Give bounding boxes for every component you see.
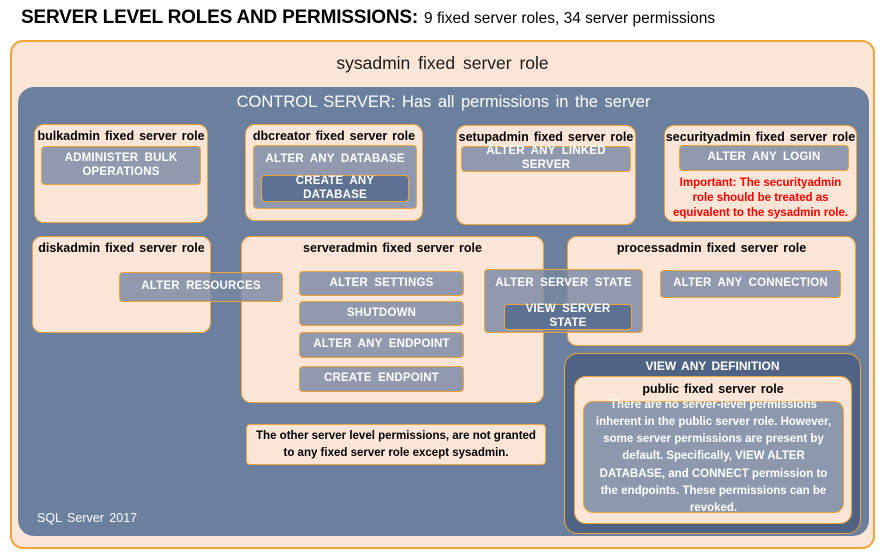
permission-alter-resources: ALTER RESOURCES [119, 272, 283, 302]
other-permissions-note: The other server level permissions, are … [246, 424, 546, 465]
page-title-main: SERVER LEVEL ROLES AND PERMISSIONS: [21, 7, 419, 28]
sysadmin-role-container: sysadmin fixed server role CONTROL SERVE… [10, 40, 875, 549]
permission-create-endpoint: CREATE ENDPOINT [299, 366, 464, 392]
permission-alter-any-linked-server: ALTER ANY LINKED SERVER [461, 145, 631, 172]
setupadmin-role-box: setupadmin fixed server role ALTER ANY L… [456, 125, 636, 225]
securityadmin-warning-text: Important: The securityadmin role should… [672, 177, 849, 220]
view-any-definition-box: VIEW ANY DEFINITION public fixed server … [564, 353, 861, 534]
permission-alter-any-database: ALTER ANY DATABASE [265, 153, 405, 165]
bulkadmin-role-title: bulkadmin fixed server role [37, 129, 205, 143]
bulkadmin-role-box: bulkadmin fixed server role ADMINISTER B… [34, 124, 208, 223]
processadmin-role-title: processadmin fixed server role [616, 241, 807, 255]
serveradmin-role-title: serveradmin fixed server role [303, 241, 482, 255]
sysadmin-role-label: sysadmin fixed server role [336, 53, 549, 73]
version-label: SQL Server 2017 [37, 511, 138, 525]
public-role-box: public fixed server role There are no se… [574, 376, 852, 524]
page-title: SERVER LEVEL ROLES AND PERMISSIONS: 9 fix… [21, 7, 715, 29]
permission-administer-bulk-operations: ADMINISTER BULK OPERATIONS [41, 146, 201, 185]
permission-alter-any-login: ALTER ANY LOGIN [679, 145, 849, 171]
permission-shutdown: SHUTDOWN [299, 301, 464, 326]
permission-alter-server-state-group: ALTER SERVER STATE VIEW SERVER STATE [484, 269, 643, 333]
permission-create-any-database: CREATE ANY DATABASE [261, 175, 409, 202]
dbcreator-role-box: dbcreator fixed server role ALTER ANY DA… [245, 124, 423, 221]
permission-alter-any-connection: ALTER ANY CONNECTION [660, 270, 841, 298]
public-role-description: There are no server-level permissions in… [583, 399, 844, 514]
page-title-sub: 9 fixed server roles, 34 server permissi… [424, 10, 716, 27]
permission-view-server-state: VIEW SERVER STATE [504, 303, 632, 330]
control-server-label: CONTROL SERVER: Has all permissions in t… [236, 93, 651, 111]
securityadmin-role-title: securityadmin fixed server role [665, 130, 856, 144]
view-any-definition-label: VIEW ANY DEFINITION [645, 359, 780, 373]
permission-alter-settings: ALTER SETTINGS [299, 271, 464, 296]
control-server-container: CONTROL SERVER: Has all permissions in t… [18, 87, 869, 536]
dbcreator-role-title: dbcreator fixed server role [252, 129, 416, 143]
public-role-title: public fixed server role [642, 382, 784, 396]
setupadmin-role-title: setupadmin fixed server role [458, 130, 634, 144]
securityadmin-role-box: securityadmin fixed server role ALTER AN… [664, 125, 857, 222]
permission-alter-any-endpoint: ALTER ANY ENDPOINT [299, 332, 464, 358]
permission-alter-server-state: ALTER SERVER STATE [495, 277, 632, 289]
permission-alter-any-database-group: ALTER ANY DATABASE CREATE ANY DATABASE [253, 145, 417, 209]
diskadmin-role-title: diskadmin fixed server role [38, 241, 205, 255]
